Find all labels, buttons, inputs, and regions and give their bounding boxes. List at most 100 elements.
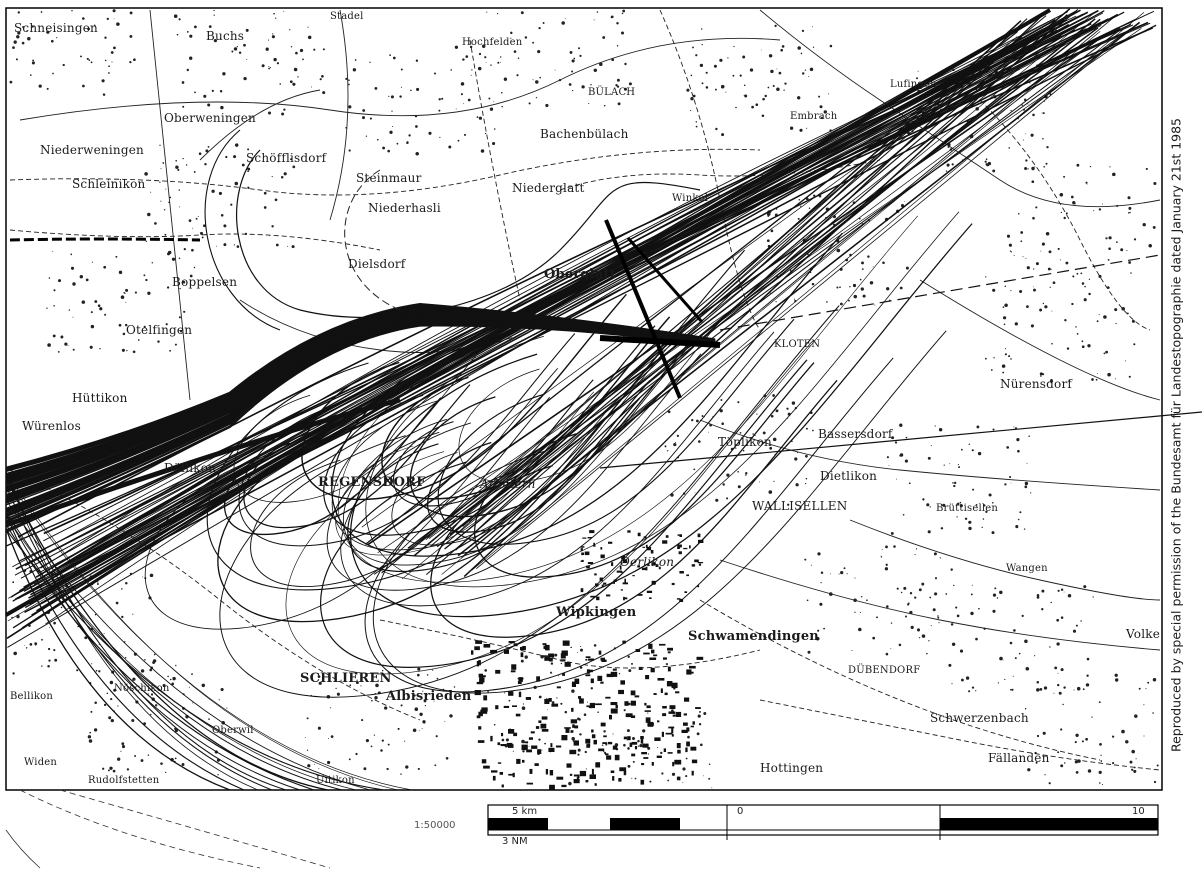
terrain-dot [399,95,402,98]
terrain-dot [370,745,373,748]
terrain-dot [213,9,215,12]
urban-block [611,562,614,566]
terrain-dot [982,518,985,520]
railway-line [9,237,201,242]
terrain-dot [767,86,770,89]
terrain-dot [183,310,186,313]
urban-block [677,547,680,549]
terrain-dot [400,86,403,88]
terrain-dot [182,157,184,160]
urban-block [649,657,657,660]
terrain-dot [369,117,372,120]
terrain-dot [434,764,437,767]
terrain-dot [186,31,189,33]
terrain-dot [335,687,337,690]
terrain-dot [110,718,114,723]
terrain-dot [142,576,144,578]
terrain-dot [512,750,514,752]
terrain-dot [812,46,815,48]
terrain-dot [1006,446,1010,449]
terrain-dot [89,345,93,349]
terrain-dot [540,655,544,659]
terrain-dot [132,677,136,681]
urban-block [662,713,667,717]
terrain-dot [720,399,723,401]
terrain-dot [988,493,992,497]
terrain-dot [577,748,581,752]
flight-track-corridor [15,9,1081,570]
terrain-dot [953,584,955,587]
urban-block [615,704,618,709]
terrain-dot [584,750,587,754]
urban-block [653,654,658,657]
terrain-dot [363,767,367,771]
road-line [19,37,781,121]
urban-block [642,743,649,748]
terrain-dot [1070,195,1074,199]
terrain-dot [281,112,285,116]
terrain-dot [685,775,688,778]
terrain-dot [617,102,621,106]
terrain-dot [60,335,64,339]
terrain-dot [884,567,889,571]
terrain-dot [1009,641,1013,645]
terrain-dot [1040,375,1042,377]
terrain-dot [1016,438,1020,442]
terrain-dot [348,758,351,761]
urban-block [594,783,597,786]
place-label: Otelfingen [126,323,193,337]
urban-block [550,743,553,748]
terrain-dot [108,716,112,720]
terrain-dot [603,104,606,107]
terrain-dot [926,652,928,655]
terrain-dot [820,581,822,584]
terrain-dot [524,36,528,39]
terrain-dot [302,58,304,61]
terrain-dot [720,84,725,89]
scale-segment-2 [610,818,680,830]
terrain-dot [40,11,43,13]
terrain-dot [1042,138,1044,140]
terrain-dot [513,50,517,53]
terrain-dot [795,483,799,487]
terrain-dot [109,766,113,770]
terrain-dot [1057,751,1060,754]
terrain-dot [544,742,546,745]
terrain-dot [667,450,669,452]
terrain-dot [1026,266,1030,270]
terrain-dot [1002,371,1005,374]
terrain-texture [9,9,1159,790]
terrain-dot [397,727,400,730]
terrain-dot [87,27,90,31]
terrain-dot [273,57,277,62]
terrain-dot [1073,689,1075,691]
terrain-dot [812,26,814,28]
terrain-dot [97,581,99,583]
terrain-dot [306,749,309,751]
urban-block [601,584,604,588]
urban-block [580,548,583,551]
terrain-dot [1084,285,1086,288]
terrain-dot [64,342,68,346]
terrain-dot [90,710,93,713]
terrain-dot [106,17,109,21]
terrain-dot [1042,731,1046,735]
terrain-dot [719,409,723,413]
urban-block [614,754,620,761]
terrain-dot [975,504,978,506]
terrain-dot [1004,303,1008,308]
urban-block [641,567,647,571]
terrain-dot [737,485,741,489]
terrain-dot [129,11,133,15]
urban-block [641,752,647,755]
terrain-dot [166,286,170,289]
terrain-dot [601,744,604,746]
terrain-dot [1080,272,1083,275]
urban-block [686,574,689,577]
terrain-dot [571,689,575,693]
terrain-dot [57,279,62,283]
terrain-dot [970,593,973,596]
terrain-dot [997,682,1000,684]
terrain-dot [817,629,820,632]
terrain-dot [478,116,482,120]
